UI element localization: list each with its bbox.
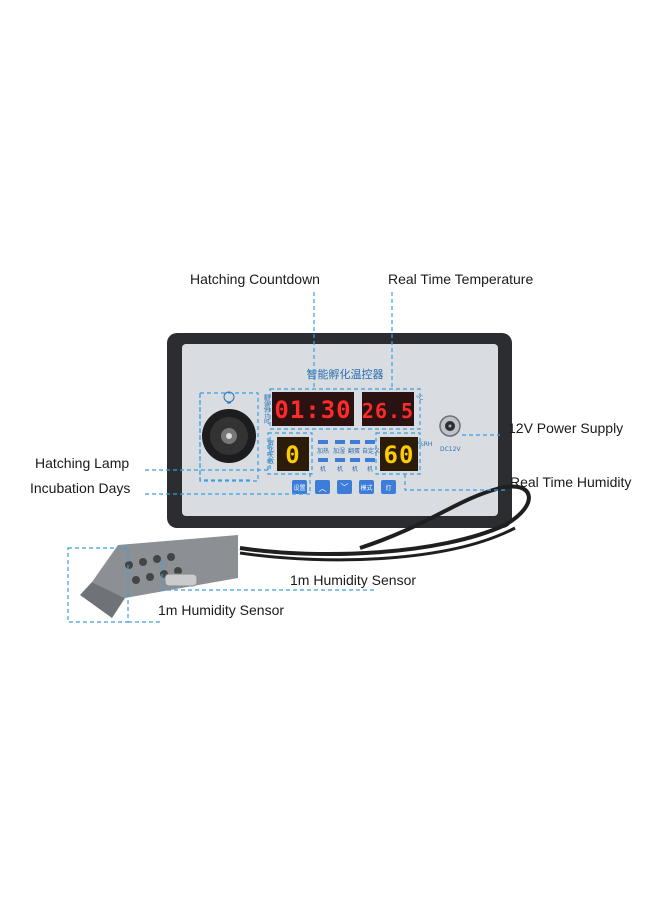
hatching-lamp xyxy=(202,409,256,463)
humidity-unit: %RH xyxy=(418,441,432,448)
mode-button-label: 模式 xyxy=(360,484,372,492)
countdown-display: 01:30 xyxy=(274,396,351,424)
mode-button[interactable]: 模式 xyxy=(359,480,374,494)
indicator-label-heat: 加热 xyxy=(317,447,329,455)
days-display: 0 xyxy=(285,441,300,469)
indicator-label-custom: 自定义 xyxy=(362,447,380,455)
days-display-bezel xyxy=(277,437,309,471)
temperature-display: 26.5 xyxy=(362,399,414,423)
indicator-bottom-2: 机 xyxy=(337,465,343,473)
sensor-cable xyxy=(239,484,531,557)
temperature-unit: °C xyxy=(416,395,423,402)
power-port xyxy=(439,415,461,437)
countdown-display-bezel xyxy=(272,392,354,426)
countdown-side-label: 翻蛋倒计时 xyxy=(263,393,270,424)
humidity-display: 60 xyxy=(384,441,415,469)
up-button[interactable]: ︿ xyxy=(315,480,330,494)
controller-face-panel xyxy=(182,344,498,516)
power-port-label: DC12V xyxy=(440,446,461,453)
callout-incubation-days: Incubation Days xyxy=(30,480,131,496)
callout-real-time-humidity: Real Time Humidity xyxy=(510,474,632,490)
callout-lines xyxy=(67,292,505,623)
bulb-icon xyxy=(223,391,235,404)
device-title: 智能孵化温控器 xyxy=(307,367,384,381)
lamp-button[interactable]: 灯 xyxy=(381,480,396,494)
setting-button[interactable]: 设置 xyxy=(292,480,307,494)
callout-hatching-lamp: Hatching Lamp xyxy=(35,455,130,471)
indicator-label-humidify: 加湿 xyxy=(333,447,345,455)
indicator-bottom-4: 机 xyxy=(367,465,373,473)
down-button-label: ﹀ xyxy=(341,483,349,492)
indicator-label-turn: 翻蛋 xyxy=(348,447,360,455)
lamp-button-label: 灯 xyxy=(385,484,391,492)
callout-humidity-sensor-2: 1m Humidity Sensor xyxy=(158,602,285,618)
up-button-label: ︿ xyxy=(319,484,327,493)
humidity-display-bezel xyxy=(380,437,418,471)
indicator-grid: 加热 加湿 翻蛋 自定义 机 机 机 机 xyxy=(317,440,380,473)
setting-button-label: 设置 xyxy=(293,484,305,492)
indicator-bottom-1: 机 xyxy=(320,465,326,473)
indicator-bottom-3: 机 xyxy=(352,465,358,473)
down-button[interactable]: ﹀ xyxy=(337,480,352,494)
sensor-cable-2 xyxy=(239,526,516,562)
callout-hatching-countdown: Hatching Countdown xyxy=(190,271,320,287)
callout-humidity-sensor-1: 1m Humidity Sensor xyxy=(290,572,417,588)
callout-real-time-temperature: Real Time Temperature xyxy=(388,271,534,287)
temperature-display-bezel xyxy=(362,392,414,426)
callout-power-supply: 12V Power Supply xyxy=(508,420,624,436)
